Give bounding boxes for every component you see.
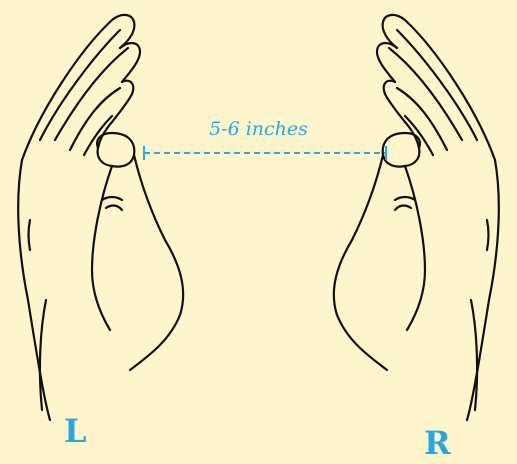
measurement-line <box>144 146 386 160</box>
left-hand-drawing <box>18 15 183 420</box>
left-hand-label: L <box>64 412 87 450</box>
right-hand-label: R <box>424 424 451 462</box>
distance-label: 5-6 inches <box>0 118 517 140</box>
right-hand-drawing <box>334 15 499 420</box>
